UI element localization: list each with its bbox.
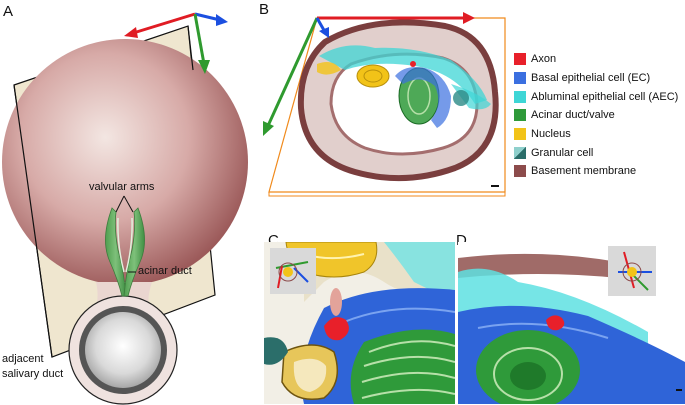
panel-c-letter: C (268, 232, 279, 249)
aec-cells (319, 45, 487, 104)
legend-label: Nucleus (531, 128, 571, 141)
legend-item-axon: Axon (514, 50, 678, 69)
abluminal-swatch (514, 90, 526, 103)
legend-item-acinar: Acinar duct/valve (514, 106, 678, 125)
salivary-duct-lumen (85, 312, 161, 388)
adjacent-label-line1: adjacent (2, 353, 44, 365)
axon (410, 61, 416, 67)
panel-a-diagram (2, 12, 248, 405)
legend-item-basement: Basement membrane (514, 162, 678, 181)
axon-d (546, 315, 565, 331)
axon-swatch (514, 53, 526, 66)
legend-item-abluminal: Abluminal epithelial cell (AEC) (514, 87, 678, 106)
granular-swatch (514, 146, 526, 159)
panel-d-letter: D (456, 232, 467, 249)
basal-cells (395, 67, 451, 128)
acinar-swatch (514, 109, 526, 122)
legend-label: Basal epithelial cell (EC) (531, 72, 651, 85)
legend-label: Basement membrane (531, 165, 637, 178)
legend-item-basal: Basal epithelial cell (EC) (514, 69, 678, 88)
panel-b-render (263, 12, 506, 197)
acinar-duct-label: acinar duct (138, 265, 192, 277)
legend-item-nucleus: Nucleus (514, 125, 678, 144)
valvular-arms-label: valvular arms (89, 181, 155, 193)
granular-cell (453, 90, 469, 106)
panel-c-render (264, 242, 455, 404)
nucleus-swatch (514, 128, 526, 141)
axon-c (324, 317, 349, 341)
legend-label: Axon (531, 53, 557, 66)
panel-a-letter: A (3, 3, 14, 20)
basement-swatch (514, 165, 526, 178)
panel-d-render (458, 242, 685, 404)
valvular-arm-right (123, 207, 145, 297)
legend-label: Acinar duct/valve (531, 109, 615, 122)
panel-b-letter: B (259, 1, 270, 18)
legend-item-granular: Granular cell (514, 143, 678, 162)
nucleus (356, 64, 390, 88)
acinus-sphere (2, 39, 248, 285)
basal-swatch (514, 72, 526, 85)
legend-label: Granular cell (531, 146, 594, 159)
legend: Axon Basal epithelial cell (EC) Ablumina… (514, 50, 678, 181)
legend-label: Abluminal epithelial cell (AEC) (531, 90, 679, 103)
adjacent-label-line2: salivary duct (2, 368, 64, 380)
